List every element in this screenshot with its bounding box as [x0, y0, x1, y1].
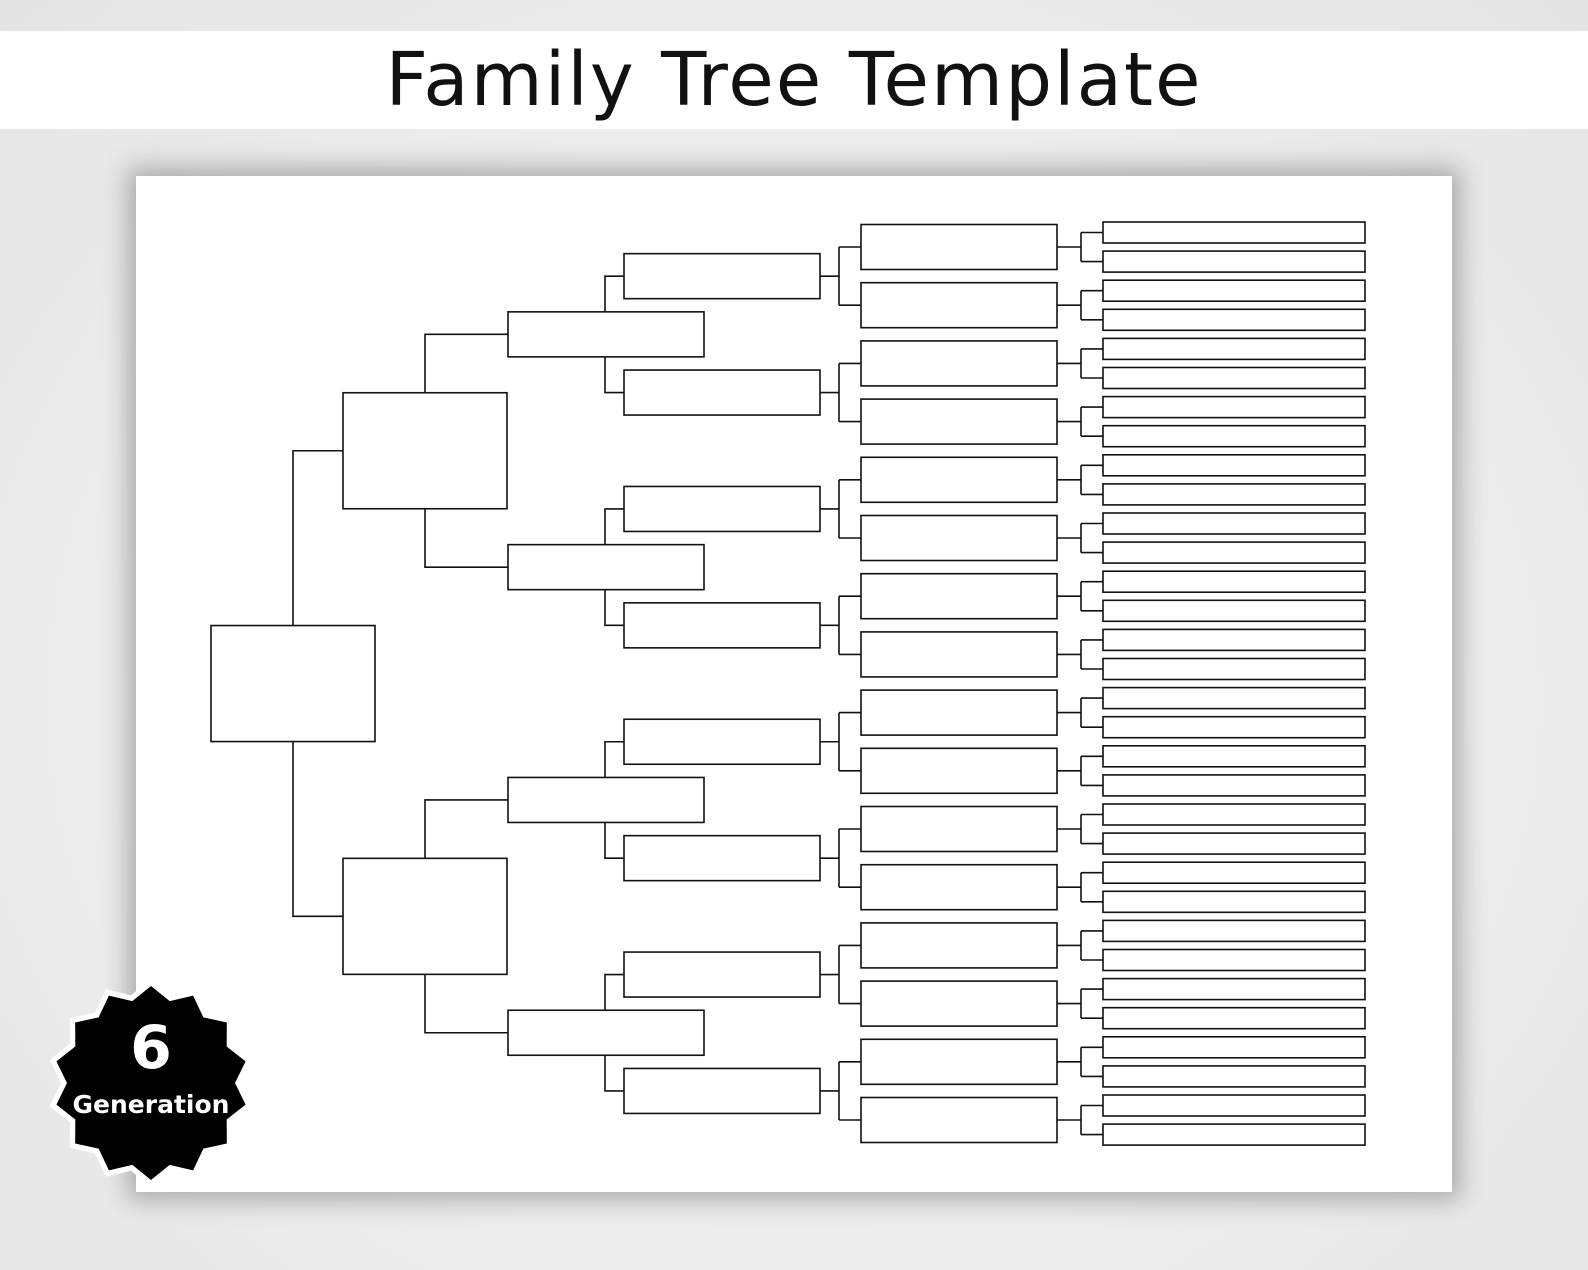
generation-badge: 6 Generation	[46, 978, 256, 1188]
gen5-box[interactable]	[860, 514, 1058, 562]
gen6-box[interactable]	[1102, 628, 1366, 652]
gen6-box[interactable]	[1102, 948, 1366, 972]
gen5-box[interactable]	[860, 223, 1058, 271]
gen6-box[interactable]	[1102, 279, 1366, 303]
gen5-box[interactable]	[860, 340, 1058, 387]
gen6-box[interactable]	[1102, 308, 1366, 332]
gen5-box[interactable]	[860, 456, 1058, 504]
gen3-box[interactable]	[507, 776, 705, 824]
connector-gen2-gen3	[424, 974, 508, 1034]
connector-gen3-gen4	[604, 973, 624, 1011]
gen6-box[interactable]	[1102, 250, 1366, 273]
gen6-box[interactable]	[1102, 1123, 1366, 1146]
gen6-box[interactable]	[1102, 541, 1366, 564]
gen4-box[interactable]	[623, 951, 821, 998]
gen6-box[interactable]	[1102, 919, 1366, 943]
gen4-box[interactable]	[623, 718, 821, 766]
connector-gen1-gen2	[292, 449, 343, 626]
gen4-box[interactable]	[623, 252, 821, 300]
gen6-box[interactable]	[1102, 221, 1366, 244]
gen4-box[interactable]	[623, 1067, 821, 1115]
gen1-box[interactable]	[210, 624, 376, 743]
connector-gen3-gen4	[604, 822, 624, 859]
connector-gen2-gen3	[424, 333, 508, 393]
gen6-box[interactable]	[1102, 657, 1366, 681]
gen6-box[interactable]	[1102, 366, 1366, 390]
gen6-box[interactable]	[1102, 1006, 1366, 1030]
gen6-box[interactable]	[1102, 599, 1366, 623]
gen6-box[interactable]	[1102, 890, 1366, 914]
title-banner: Family Tree Template	[0, 31, 1588, 129]
gen4-box[interactable]	[623, 834, 821, 882]
page-title: Family Tree Template	[385, 37, 1203, 123]
gen6-box[interactable]	[1102, 861, 1366, 885]
gen6-box[interactable]	[1102, 424, 1366, 448]
gen4-box[interactable]	[623, 369, 821, 416]
connector-gen3-gen4	[604, 589, 624, 627]
gen6-box[interactable]	[1102, 337, 1366, 361]
gen6-box[interactable]	[1102, 1094, 1366, 1117]
gen6-box[interactable]	[1102, 832, 1366, 855]
gen3-box[interactable]	[507, 1009, 705, 1057]
connector-gen3-gen4	[604, 275, 624, 312]
gen6-box[interactable]	[1102, 1065, 1366, 1088]
gen6-box[interactable]	[1102, 803, 1366, 826]
gen5-box[interactable]	[860, 863, 1058, 911]
gen6-box[interactable]	[1102, 774, 1366, 797]
gen6-box[interactable]	[1102, 744, 1366, 768]
gen4-box[interactable]	[623, 602, 821, 649]
gen3-box[interactable]	[507, 311, 705, 358]
gen3-box[interactable]	[507, 543, 705, 591]
gen5-box[interactable]	[860, 747, 1058, 795]
gen6-box[interactable]	[1102, 1036, 1366, 1059]
gen5-box[interactable]	[860, 572, 1058, 620]
connector-gen1-gen2	[292, 741, 343, 918]
gen6-box[interactable]	[1102, 483, 1366, 506]
gen5-box[interactable]	[860, 1096, 1058, 1144]
gen6-box[interactable]	[1102, 395, 1366, 419]
gen5-box[interactable]	[860, 398, 1058, 445]
gen5-box[interactable]	[860, 980, 1058, 1027]
gen6-box[interactable]	[1102, 453, 1366, 477]
gen5-box[interactable]	[860, 689, 1058, 736]
connector-gen2-gen3	[424, 508, 508, 568]
connector-gen3-gen4	[604, 356, 624, 394]
gen5-box[interactable]	[860, 805, 1058, 853]
gen2-box[interactable]	[342, 857, 508, 976]
badge-label: Generation	[72, 1090, 230, 1119]
gen2-box[interactable]	[342, 391, 508, 510]
gen6-box[interactable]	[1102, 570, 1366, 594]
badge-seal-icon	[49, 979, 253, 1187]
connector-gen3-gen4	[604, 1055, 624, 1092]
gen6-box[interactable]	[1102, 977, 1366, 1001]
connector-gen3-gen4	[604, 508, 624, 545]
gen4-box[interactable]	[623, 485, 821, 533]
connector-gen2-gen3	[424, 799, 508, 859]
badge-number: 6	[130, 1013, 172, 1083]
gen5-box[interactable]	[860, 631, 1058, 678]
gen6-box[interactable]	[1102, 512, 1366, 535]
gen5-box[interactable]	[860, 1038, 1058, 1086]
gen6-box[interactable]	[1102, 715, 1366, 739]
connector-gen3-gen4	[604, 740, 624, 778]
gen5-box[interactable]	[860, 922, 1058, 969]
gen5-box[interactable]	[860, 281, 1058, 329]
gen6-box[interactable]	[1102, 686, 1366, 710]
